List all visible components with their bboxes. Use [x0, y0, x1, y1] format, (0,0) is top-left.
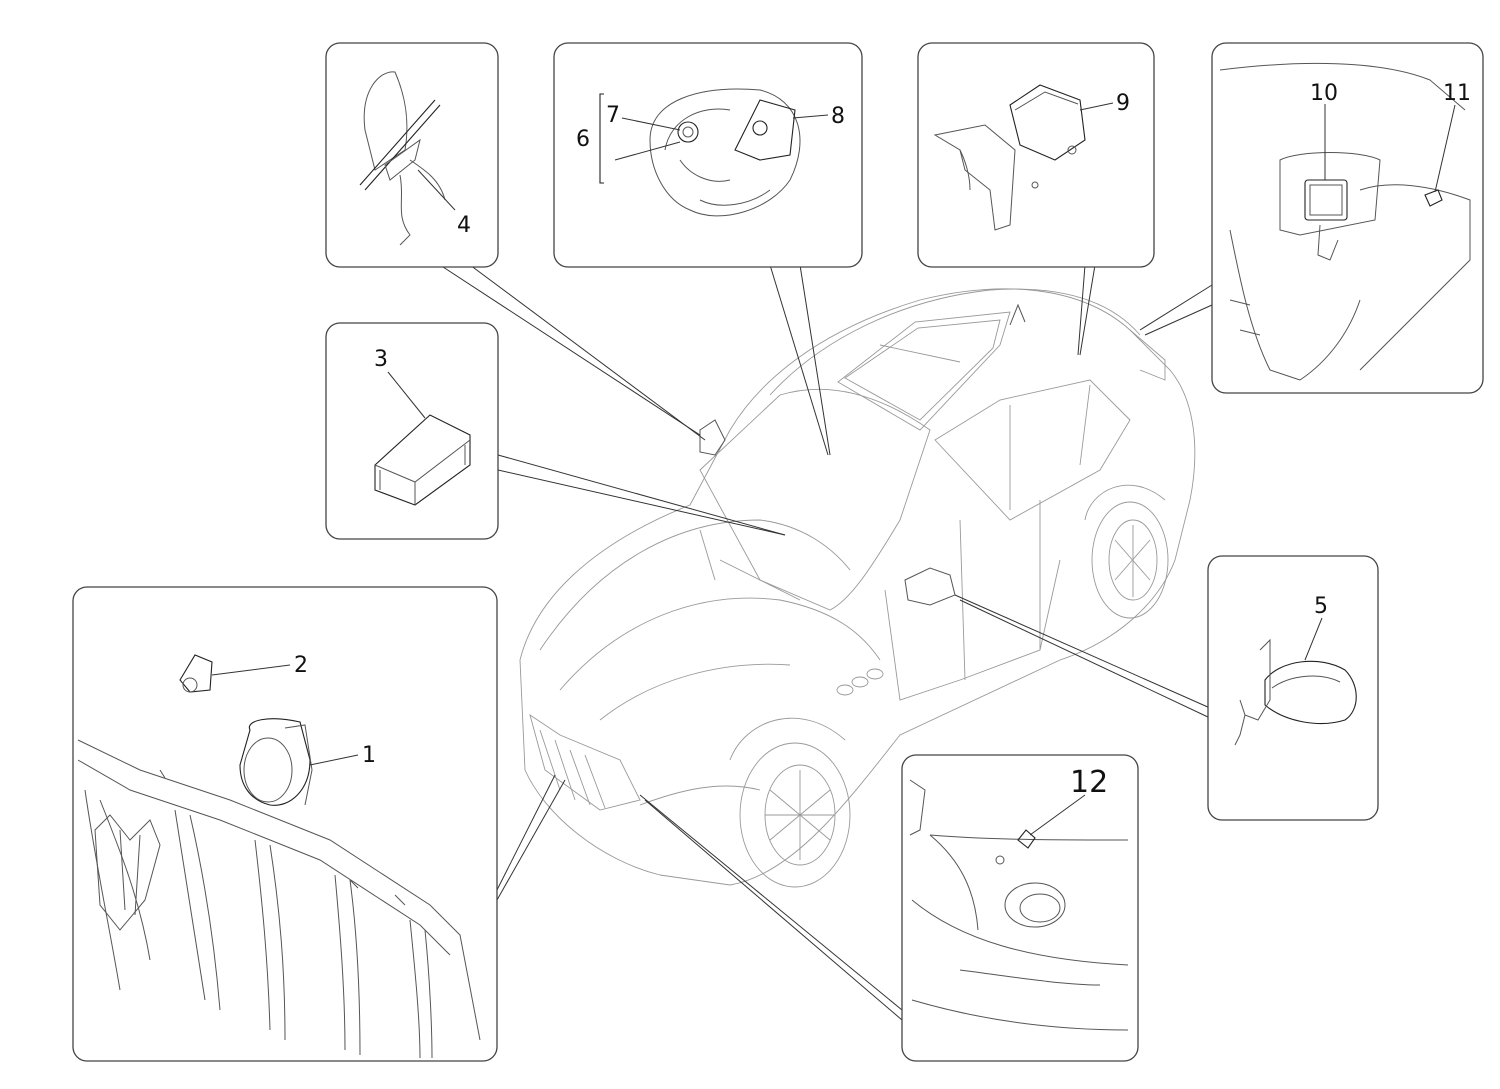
callout-6: 6 — [576, 127, 590, 152]
leader-lines — [439, 264, 1213, 1021]
callout-5: 5 — [1314, 594, 1328, 619]
panel-control-unit-9: 9 — [917, 42, 1155, 268]
callout-12: 12 — [1070, 765, 1108, 800]
callout-7: 7 — [606, 103, 620, 128]
panel-antenna: 4 — [325, 42, 499, 268]
panel-control-unit-3: 3 — [325, 322, 499, 540]
callout-8: 8 — [831, 104, 845, 129]
callout-3: 3 — [374, 347, 388, 372]
panel-rear-sensors: 10 11 — [1211, 42, 1484, 394]
callout-10: 10 — [1310, 81, 1338, 106]
callout-2: 2 — [294, 653, 308, 678]
callout-9: 9 — [1116, 91, 1130, 116]
vehicle-illustration — [519, 288, 1196, 888]
callout-11: 11 — [1443, 81, 1471, 106]
callout-4: 4 — [457, 213, 471, 238]
panel-front-bumper: 12 — [901, 754, 1139, 1062]
panel-front-radar: 2 1 — [72, 586, 498, 1062]
panel-side-mirror: 5 — [1207, 555, 1379, 821]
callout-1: 1 — [362, 743, 376, 768]
panel-roof-module: 6 7 8 — [553, 42, 863, 268]
